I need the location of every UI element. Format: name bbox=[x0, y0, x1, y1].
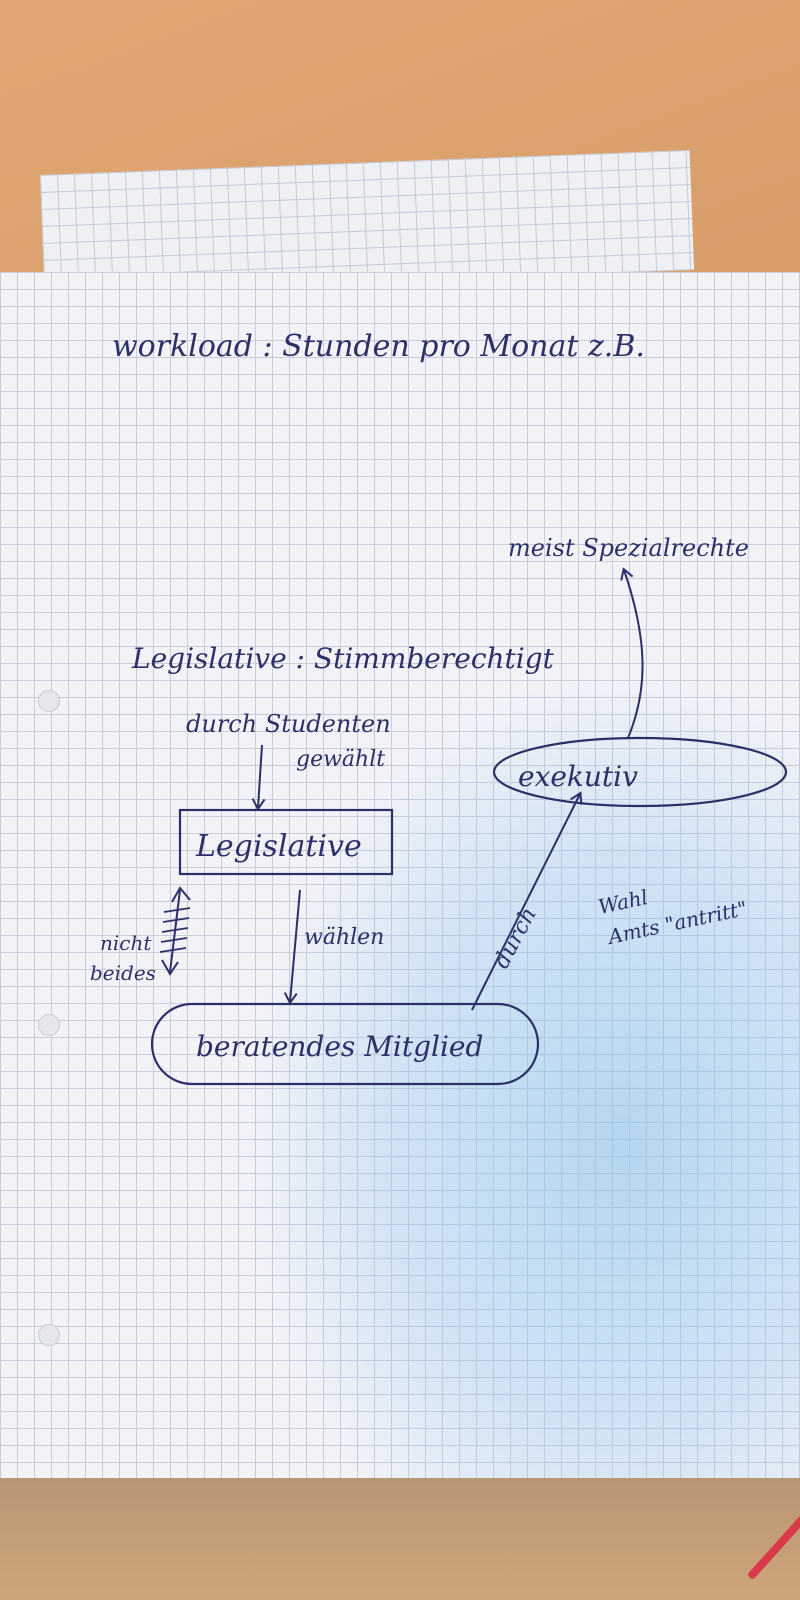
arrow-advisor-to-executive bbox=[471, 791, 583, 1011]
advisor-member-node bbox=[150, 1002, 540, 1086]
arrow-legislative-to-advisor bbox=[283, 889, 301, 1005]
punch-hole bbox=[38, 690, 60, 712]
double-arrow-head-top bbox=[171, 886, 191, 903]
arrow-executive-to-special-rights bbox=[620, 567, 644, 739]
via-label-line2: Wahl bbox=[596, 885, 650, 919]
via-label: durch bbox=[489, 903, 542, 972]
elected-note-line2: gewählt bbox=[296, 747, 385, 772]
executive-label: exekutiv bbox=[518, 760, 638, 793]
executive-node bbox=[492, 736, 788, 808]
punch-hole bbox=[38, 1014, 60, 1036]
choose-label: wählen bbox=[304, 925, 384, 950]
legislative-box bbox=[178, 808, 394, 876]
special-rights-note: meist Spezialrechte bbox=[508, 534, 749, 562]
punch-hole bbox=[38, 1324, 60, 1346]
side-note-line1: nicht bbox=[100, 931, 152, 955]
side-note-line2: beides bbox=[90, 961, 156, 985]
desk-surface bbox=[0, 1478, 800, 1600]
double-arrow-head-bottom bbox=[161, 959, 179, 976]
legislative-caption: Legislative : Stimmberechtigt bbox=[131, 642, 555, 675]
advisor-label: beratendes Mitglied bbox=[196, 1030, 483, 1063]
header-text: workload : Stunden pro Monat z.B. bbox=[112, 329, 645, 364]
arrow-students-to-legislative bbox=[251, 744, 266, 811]
hatch-marks bbox=[159, 907, 191, 953]
grid-paper-sheet bbox=[0, 272, 800, 1478]
double-arrow-shaft bbox=[169, 889, 181, 973]
elected-note-line1: durch Studenten bbox=[186, 710, 391, 738]
legislative-label: Legislative bbox=[195, 829, 362, 864]
